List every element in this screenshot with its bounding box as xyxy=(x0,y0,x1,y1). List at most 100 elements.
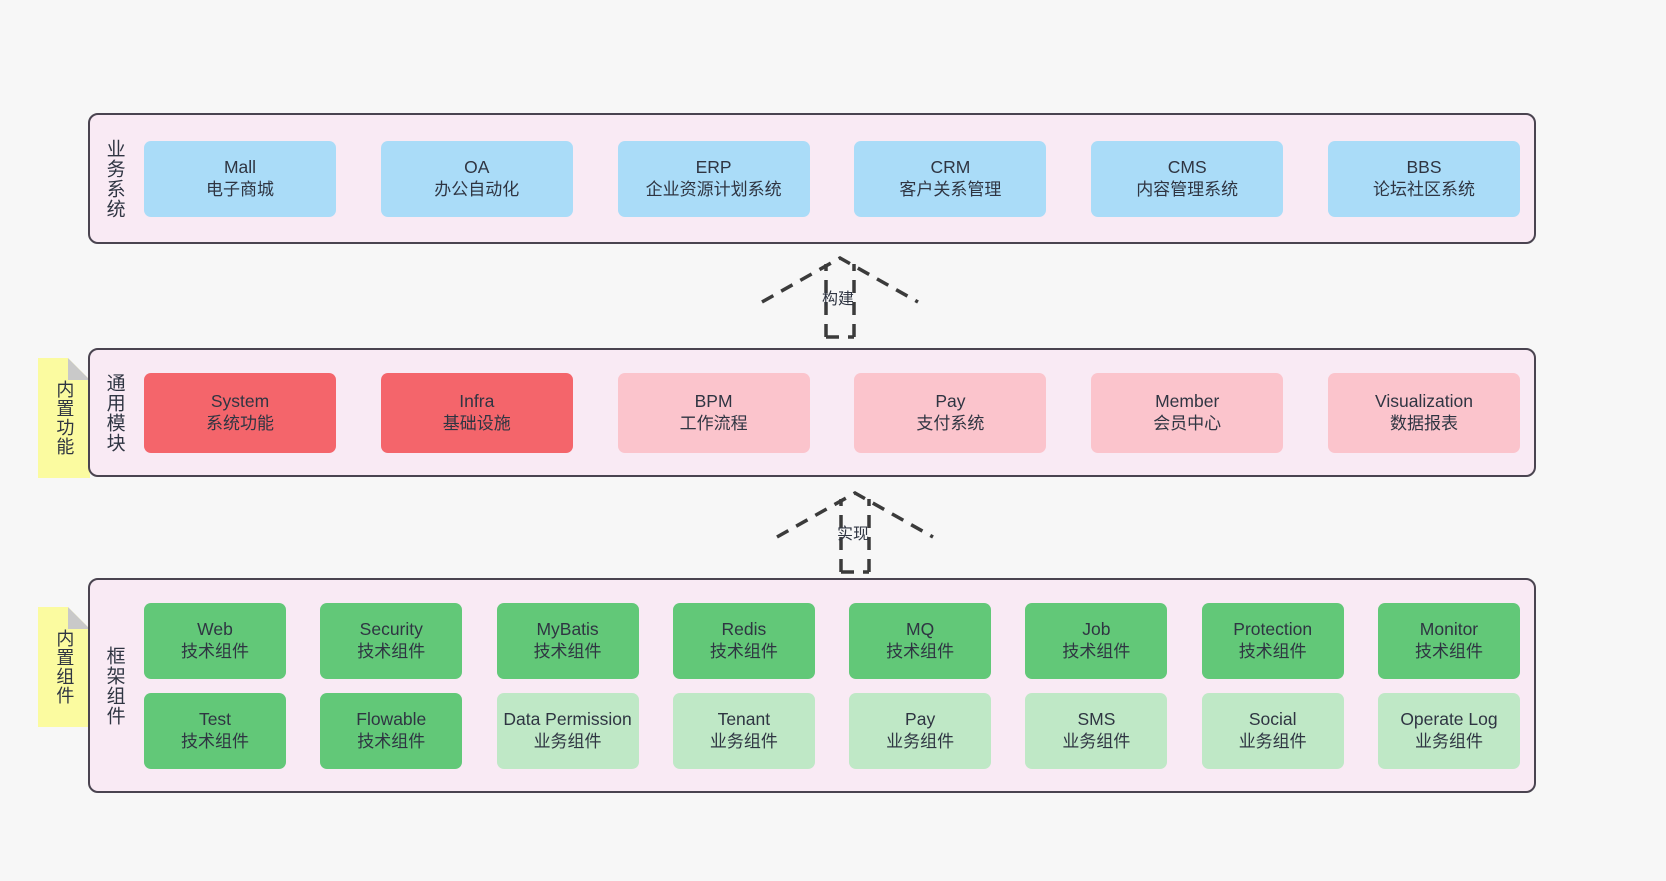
card-title-en: SMS xyxy=(1077,709,1116,730)
card-title-en: Mall xyxy=(223,157,257,178)
card-title-cn: 论坛社区系统 xyxy=(1372,179,1475,199)
sticky-note-builtin-components-label: 内置组件 xyxy=(54,629,75,705)
card-title-cn: 数据报表 xyxy=(1389,413,1458,433)
card-title-en: Infra xyxy=(459,391,495,412)
connector-label-implement: 实现 xyxy=(837,526,870,543)
card-title-en: Flowable xyxy=(356,709,427,730)
card-title-cn: 内容管理系统 xyxy=(1136,179,1239,199)
card-title-cn: 办公自动化 xyxy=(434,179,520,199)
card-title-en: Pay xyxy=(905,709,936,730)
layer-framework-component-title: 框架组件 xyxy=(103,645,125,726)
card-title-en: Protection xyxy=(1233,619,1313,640)
card-title-en: Data Permission xyxy=(503,709,632,730)
card-title-en: Member xyxy=(1155,391,1220,412)
card-title-cn: 电子商城 xyxy=(206,179,274,199)
card-title-en: Security xyxy=(359,619,423,640)
card-title-cn: 业务组件 xyxy=(709,731,778,751)
card-title-cn: 业务组件 xyxy=(1062,731,1131,751)
sticky-note-builtin-components: 内置组件 xyxy=(38,607,90,727)
card-title-cn: 系统功能 xyxy=(206,413,274,433)
card-title-cn: 工作流程 xyxy=(679,413,748,433)
generalization-arrow-build: 构建 xyxy=(740,252,940,357)
card-title-en: OA xyxy=(464,157,490,178)
card-title-cn: 会员中心 xyxy=(1153,413,1222,433)
card-title-en: Redis xyxy=(721,619,767,640)
card-title-cn: 客户关系管理 xyxy=(899,179,1002,199)
card-title-en: Monitor xyxy=(1419,619,1479,640)
generalization-arrow-implement: 实现 xyxy=(755,487,955,592)
card-title-en: BPM xyxy=(694,391,733,412)
card-title-en: Web xyxy=(197,619,233,640)
card-title-cn: 技术组件 xyxy=(1414,641,1483,661)
card-title-en: Operate Log xyxy=(1400,709,1498,730)
card-title-cn: 技术组件 xyxy=(709,641,778,661)
card-title-en: Social xyxy=(1248,709,1297,730)
card-title-cn: 技术组件 xyxy=(357,641,426,661)
card-title-cn: 业务组件 xyxy=(1414,731,1483,751)
card-title-en: Pay xyxy=(935,391,966,412)
card-title-cn: 业务组件 xyxy=(886,731,955,751)
card-title-cn: 企业资源计划系统 xyxy=(645,179,782,199)
card-title-cn: 技术组件 xyxy=(181,731,249,751)
card-title-cn: 支付系统 xyxy=(916,413,985,433)
sticky-note-builtin-features: 内置功能 xyxy=(38,358,90,478)
card-title-en: Tenant xyxy=(717,709,771,730)
layer-business-system-title: 业务系统 xyxy=(103,138,125,219)
card-title-cn: 业务组件 xyxy=(533,731,602,751)
card-title-en: BBS xyxy=(1406,157,1442,178)
card-title-cn: 技术组件 xyxy=(886,641,955,661)
layer-common-module-title: 通用模块 xyxy=(103,372,125,453)
card-title-en: MQ xyxy=(906,619,935,640)
card-title-en: CRM xyxy=(930,157,971,178)
note-fold-corner-icon xyxy=(68,607,90,629)
card-title-en: ERP xyxy=(695,157,732,178)
card-title-en: MyBatis xyxy=(536,619,599,640)
card-title-en: CMS xyxy=(1167,157,1207,178)
card-title-cn: 技术组件 xyxy=(1238,641,1307,661)
card-title-en: Job xyxy=(1082,619,1111,640)
sticky-note-builtin-features-label: 内置功能 xyxy=(54,380,75,456)
card-title-en: Visualization xyxy=(1375,391,1473,412)
card-title-en: System xyxy=(210,391,270,412)
connector-label-build: 构建 xyxy=(822,291,855,308)
card-title-cn: 技术组件 xyxy=(357,731,426,751)
card-title-cn: 技术组件 xyxy=(533,641,602,661)
